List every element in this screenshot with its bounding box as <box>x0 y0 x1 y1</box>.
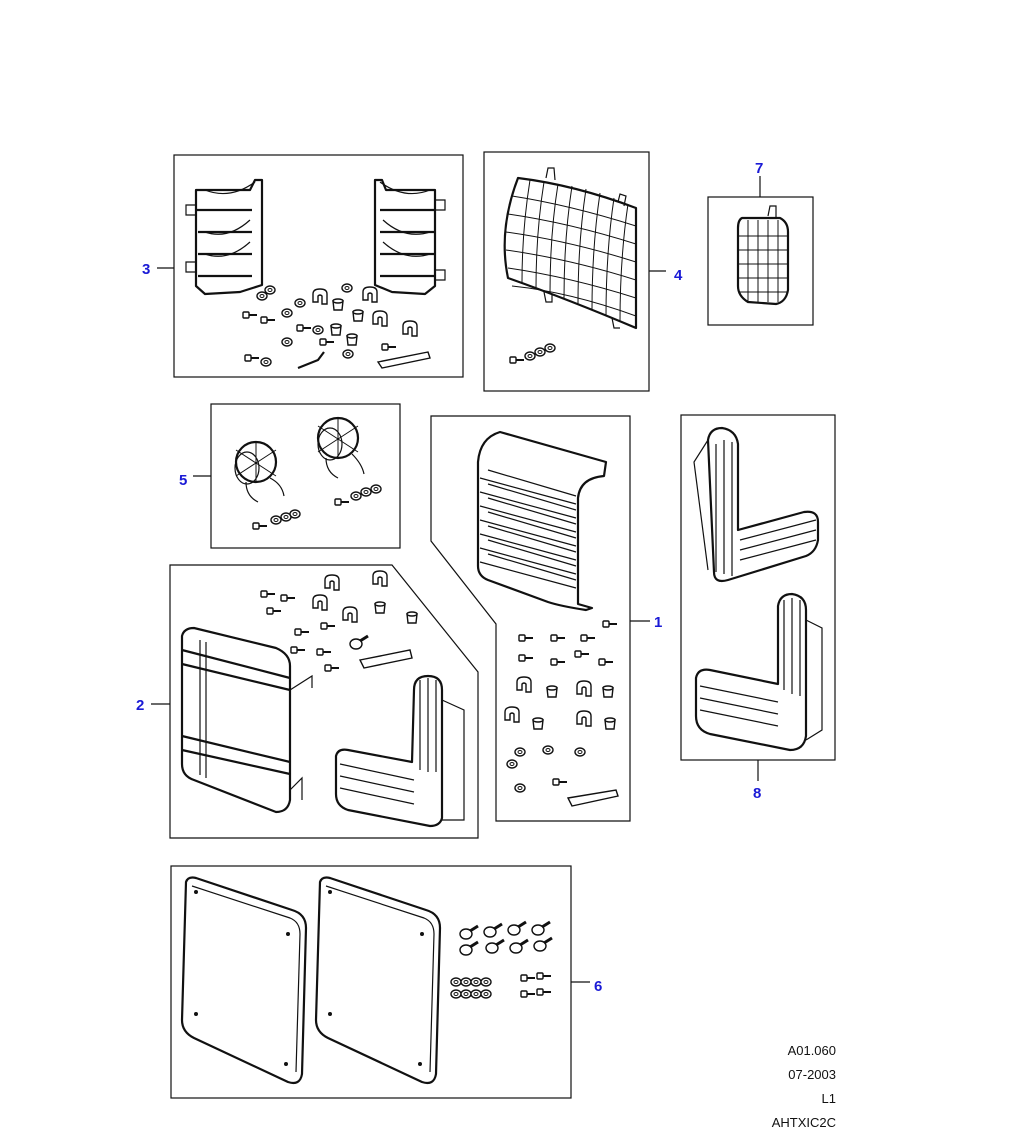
callout-4: 4 <box>674 267 683 284</box>
callout-5: 5 <box>179 472 187 489</box>
round-guard-right <box>316 416 365 479</box>
kit-5-box <box>193 403 401 549</box>
callout-6: 6 <box>594 978 602 995</box>
callout-2: 2 <box>136 697 144 714</box>
panel-left <box>180 876 308 1085</box>
rear-lamp-guard-l <box>334 674 465 828</box>
side-lamp-guard-upper <box>693 426 820 583</box>
callout-1: 1 <box>654 614 662 631</box>
panel-right <box>314 876 442 1085</box>
drawing-number: A01.060 <box>787 1043 836 1058</box>
kit-6-box <box>170 865 590 1099</box>
callout-3: 3 <box>142 261 150 278</box>
mesh-grille <box>503 167 638 330</box>
drawing-code: AHTXIC2C <box>771 1115 836 1130</box>
kit-7-box <box>707 176 814 326</box>
drawing-date: 07-2003 <box>788 1067 836 1082</box>
louvred-lamp-guard <box>476 430 608 612</box>
kit-8-box <box>680 414 836 781</box>
small-mesh-guard <box>736 205 790 306</box>
kit-2-box <box>151 564 479 839</box>
callout-7: 7 <box>755 160 763 177</box>
rear-lamp-guard-frame <box>180 626 313 814</box>
lamp-guard-right <box>373 178 446 296</box>
lamp-guard-left <box>185 178 264 296</box>
callout-8: 8 <box>753 785 761 802</box>
round-guard-left <box>234 440 285 503</box>
drawing-revision: L1 <box>821 1091 836 1106</box>
kit-1-box <box>430 415 650 822</box>
kit-3-box <box>157 154 464 378</box>
side-lamp-guard-lower <box>694 592 823 752</box>
kit-4-box <box>483 151 666 392</box>
